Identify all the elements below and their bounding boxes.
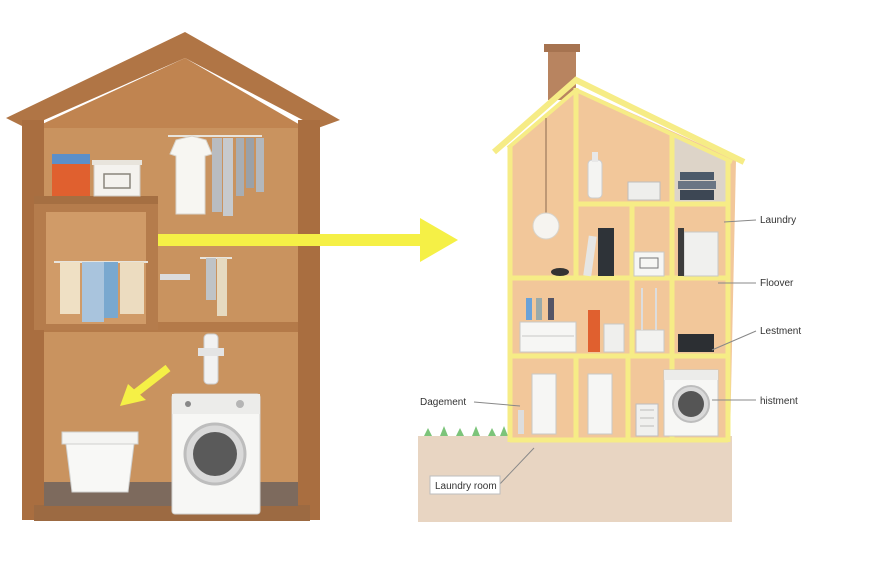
hanging-clothes-gray-5	[256, 138, 264, 192]
radiator-icon	[603, 323, 625, 353]
drain-pipe-icon	[203, 333, 219, 385]
water-heater-icon	[531, 373, 557, 435]
callout-laundry-room: Laundry room	[435, 481, 497, 492]
closet-clothes-cream	[60, 262, 80, 314]
down-left-arrow-icon	[120, 364, 171, 406]
callout-dagement: Dagement	[420, 397, 466, 408]
cabinet-icon	[587, 373, 613, 435]
old-house-top-shelf	[34, 196, 158, 204]
laundry-bin-icon	[635, 329, 665, 353]
new-house: Laundry Floover Lestment histment Dageme…	[418, 44, 801, 522]
dryer-side-panel	[678, 228, 684, 276]
washing-machine-2-icon	[663, 369, 719, 437]
hanging-clothes-gray-4	[246, 138, 254, 188]
washing-machine-icon	[171, 393, 261, 515]
old-house-right-wall	[298, 120, 320, 520]
storage-box-white-lid	[92, 160, 142, 165]
wall-panel-icon	[598, 228, 614, 276]
lean-board-icon	[583, 235, 597, 277]
small-appliance-icon	[633, 251, 665, 277]
storage-box-blue	[52, 154, 90, 164]
bottle-icon	[587, 152, 603, 199]
new-house-roof-frame	[492, 76, 746, 165]
hanging-clothes-gray-1	[212, 138, 222, 212]
closet-clothes-blue	[82, 262, 104, 322]
old-house-attic-wall	[38, 58, 302, 132]
old-house-mid-floor	[44, 322, 298, 332]
hanging-clothes-gray-2	[223, 138, 233, 216]
laundry-basket-2-icon	[635, 403, 659, 437]
black-case-icon	[678, 334, 714, 352]
transition-arrow-icon	[158, 218, 458, 262]
callout-histment: histment	[760, 396, 798, 407]
callout-floover: Floover	[760, 278, 794, 289]
mid-clothes-cream	[217, 258, 227, 316]
grass-tufts	[424, 426, 508, 436]
dresser-items-gray	[536, 298, 542, 320]
small-appliance-screen	[639, 257, 659, 269]
old-house	[6, 32, 340, 521]
chimney-cap	[544, 44, 580, 52]
hanging-shirt-icon	[169, 135, 213, 215]
iron-icon	[551, 268, 569, 276]
basket-icon	[627, 181, 661, 201]
storage-box-white	[93, 161, 141, 197]
dryer-unit-icon	[683, 231, 719, 277]
small-pipe-icon	[518, 410, 524, 434]
laundry-basket-icon	[61, 431, 139, 493]
mid-clothes-gray	[206, 258, 216, 300]
callout-lines	[473, 219, 757, 487]
folded-clothes-icon	[678, 172, 716, 200]
drain-pipe-joint	[198, 348, 224, 356]
callout-lestment: Lestment	[760, 326, 801, 337]
storage-box-orange	[52, 164, 90, 196]
storage-box-white-handle	[103, 173, 131, 189]
closet-clothes-lightblue	[104, 262, 118, 318]
laundry-room-label-box	[429, 475, 501, 495]
small-arrow-connector	[160, 274, 190, 280]
dresser-items-dark	[548, 298, 554, 320]
orange-panel-icon	[588, 310, 600, 352]
dresser-items-blue	[526, 298, 532, 320]
callout-laundry: Laundry	[760, 215, 796, 226]
closet-clothes-beige	[120, 262, 144, 314]
old-house-roof	[6, 32, 340, 128]
lamp-icon	[532, 118, 560, 240]
dresser-icon	[519, 321, 577, 353]
hanging-clothes-gray-3	[236, 138, 244, 196]
